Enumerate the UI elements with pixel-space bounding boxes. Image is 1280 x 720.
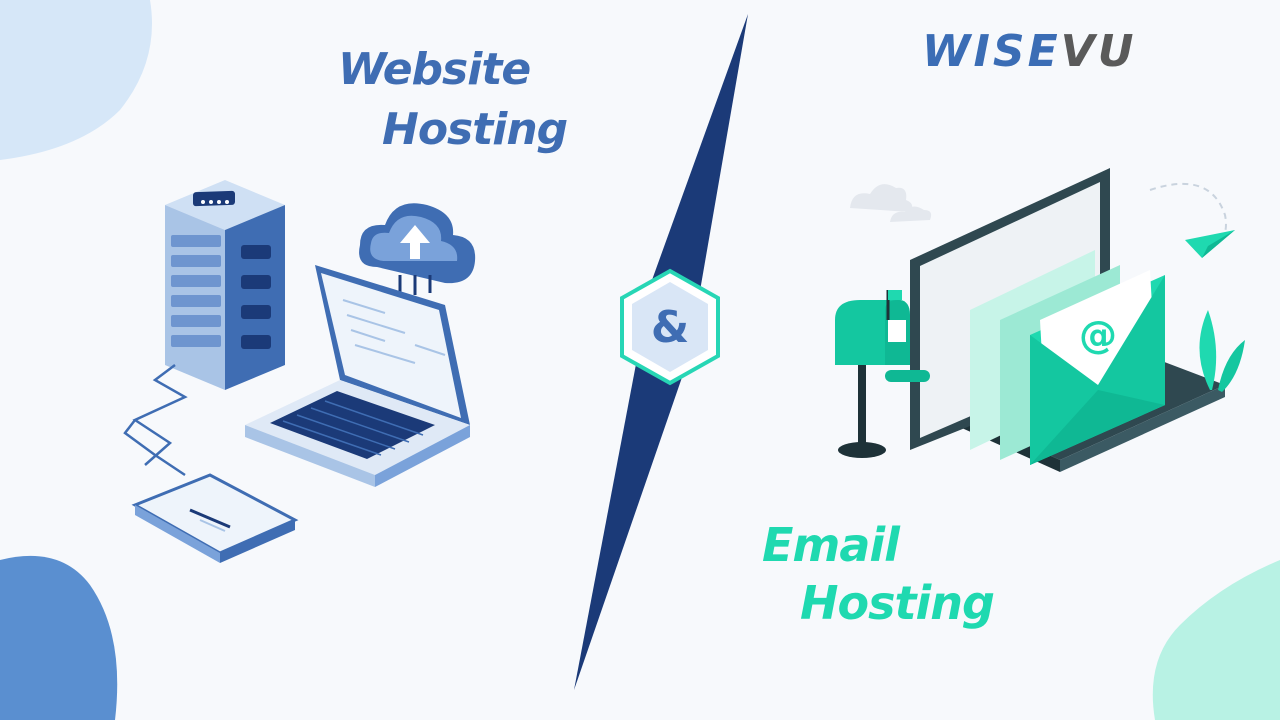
envelope-at-icon: @ (1030, 270, 1165, 465)
wisevu-logo: WISEVU (922, 28, 1136, 74)
logo-part-wise: WISE (922, 28, 1061, 74)
svg-text:@: @ (1079, 313, 1117, 357)
logo-part-vu: VU (1061, 28, 1137, 74)
laptop-icon (245, 265, 470, 487)
mailbox-icon (835, 290, 930, 458)
top-left-blob (0, 0, 152, 160)
ampersand-badge: & (620, 268, 720, 386)
email-hosting-illustration: @ (835, 168, 1245, 472)
cloud-upload-icon (359, 203, 476, 295)
website-heading-line1: Website (338, 44, 531, 95)
ampersand-symbol: & (651, 302, 689, 353)
bottom-right-blob (1152, 560, 1280, 720)
phone-icon (131, 473, 299, 563)
paper-plane-icon (1185, 230, 1235, 258)
svg-text:WISEVU: WISEVU (922, 28, 1136, 74)
bottom-left-blob (0, 555, 118, 720)
website-heading-line2: Hosting (382, 104, 568, 155)
plant-icon (1199, 310, 1245, 392)
website-hosting-illustration (123, 180, 476, 563)
server-rack-icon (165, 180, 285, 390)
email-heading-line2: Hosting (800, 576, 995, 630)
email-heading-line1: Email (762, 518, 900, 572)
